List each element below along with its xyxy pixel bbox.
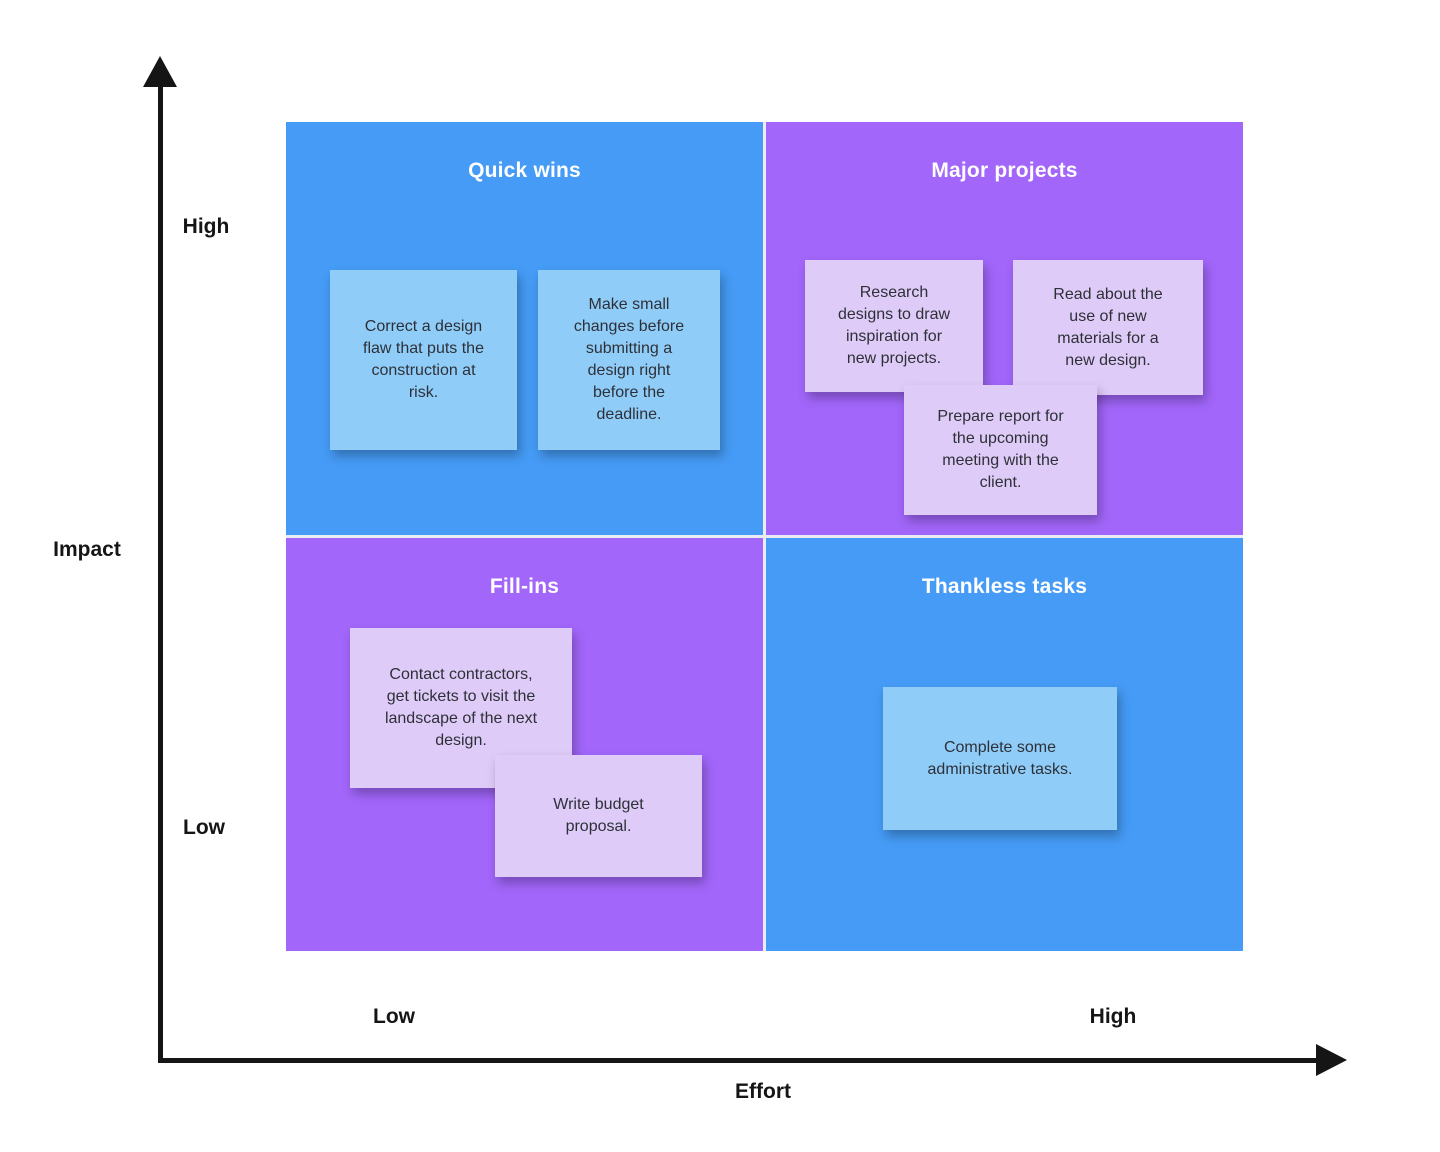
sticky-note-prepare-report[interactable]: Prepare report for the upcoming meeting … bbox=[904, 385, 1097, 515]
sticky-note-research-designs[interactable]: Research designs to draw inspiration for… bbox=[805, 260, 983, 392]
sticky-note-write-budget-proposal[interactable]: Write budget proposal. bbox=[495, 755, 702, 877]
quadrant-title-major-projects: Major projects bbox=[931, 159, 1078, 182]
y-axis-high-label: High bbox=[182, 215, 230, 238]
x-axis-high-label: High bbox=[1089, 1005, 1137, 1028]
x-axis-title: Effort bbox=[735, 1080, 791, 1103]
y-axis-arrowhead-icon bbox=[143, 56, 177, 87]
x-axis-line bbox=[158, 1058, 1322, 1063]
quadrant-title-fill-ins: Fill-ins bbox=[489, 575, 560, 598]
sticky-note-make-small-changes[interactable]: Make small changes before submitting a d… bbox=[538, 270, 720, 450]
quadrant-title-thankless-tasks: Thankless tasks bbox=[921, 575, 1088, 598]
sticky-note-read-about-materials[interactable]: Read about the use of new materials for … bbox=[1013, 260, 1203, 395]
quadrant-title-quick-wins: Quick wins bbox=[468, 159, 581, 182]
y-axis-title: Impact bbox=[53, 538, 121, 561]
sticky-note-correct-design-flaw[interactable]: Correct a design flaw that puts the cons… bbox=[330, 270, 517, 450]
x-axis-arrowhead-icon bbox=[1316, 1044, 1347, 1076]
sticky-note-complete-admin-tasks[interactable]: Complete some administrative tasks. bbox=[883, 687, 1117, 830]
x-axis-low-label: Low bbox=[373, 1005, 415, 1028]
y-axis-low-label: Low bbox=[183, 816, 225, 839]
y-axis-line bbox=[158, 78, 163, 1062]
